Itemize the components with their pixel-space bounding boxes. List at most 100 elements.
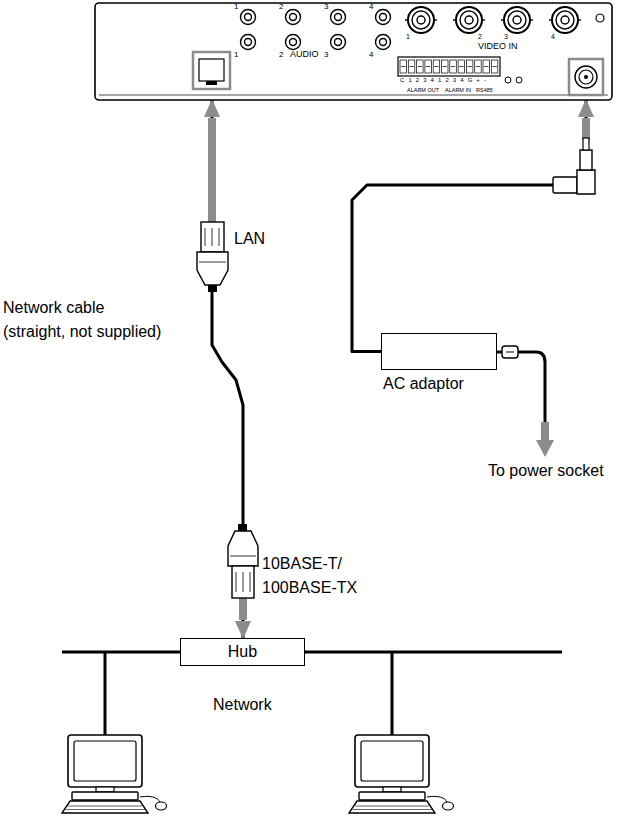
power-socket [584,75,588,79]
bnc-jack [405,19,408,20]
lan-plug [236,572,237,592]
bnc-jack [453,19,456,20]
ac-adaptor: AC adaptor [381,333,497,370]
lan-plug [228,531,258,566]
panel-marking: 4 [369,51,373,60]
callout-label: 10BASE-T/ 100BASE-TX [262,552,372,600]
audio-jack [331,35,346,50]
terminal-block [434,66,439,67]
mains-cord [506,352,514,353]
adaptor-label: AC adaptor [383,375,464,393]
audio-jack [290,14,297,21]
bnc-jack [501,19,504,20]
audio-jack [335,39,342,46]
lan-plug [243,572,244,592]
audio-jack [241,35,256,50]
panel-marking: ALARM IN [445,87,471,93]
lan-plug [230,556,256,557]
terminal-block [483,60,490,73]
audio-jack [290,39,297,46]
terminal-block [433,60,440,73]
panel-marking: 2 [279,3,283,12]
terminal-block [409,66,414,67]
terminal-block [492,66,497,67]
lan-plug [199,262,226,263]
audio-jack [245,39,252,46]
adaptor-body [381,333,497,370]
bnc-jack [556,11,574,29]
callout-label: Network [213,696,272,714]
terminal-block [442,60,449,73]
mains-cord [497,351,502,354]
network-bus [62,652,562,735]
lan-plug [208,118,216,222]
panel-marking: RS485 [476,87,493,93]
lan-port [193,52,230,89]
terminal-block [400,60,498,73]
terminal-block [401,66,406,67]
mains-cord [502,346,518,358]
lan-plug [250,572,251,592]
bnc-jack [561,16,569,24]
audio-jack [331,10,346,25]
lan-port [193,52,230,89]
computer [62,735,167,813]
panel-marking: 3 [504,33,508,41]
panel-details [398,57,500,76]
mains-cord [497,346,554,457]
computer [349,735,454,813]
panel-marking: 1 [234,3,238,12]
terminal-block [458,60,465,73]
panel-marking: 2 [279,51,283,60]
power-socket [569,59,603,95]
bnc-jack [405,7,581,33]
lan-plug [232,566,254,598]
dc-plug [583,138,589,150]
audio-jack [376,10,391,25]
audio-jack [245,14,252,21]
terminal-block [467,66,472,67]
audio-jack [241,10,256,25]
bnc-jack [578,19,581,20]
terminal-block [491,60,498,73]
terminal-block [417,60,424,73]
cable [352,100,586,352]
terminal-block [400,60,407,73]
terminal-block [425,60,432,73]
terminal-block [451,66,456,67]
panel-label: AUDIO [290,50,319,60]
bnc-jack [408,7,434,33]
device-panel [95,3,612,100]
audio-jack [286,10,301,25]
hub-box: Hub [180,638,305,666]
panel-details [596,14,604,22]
panel-details [516,77,522,83]
lan-plug [239,598,247,620]
callout-label: Network cable (straight, not supplied) [3,296,166,344]
panel-marking: 1 [234,51,238,60]
panel-details [505,77,511,83]
panel-marking: 4 [369,3,373,12]
hub-label: Hub [193,642,292,661]
bnc-jack [549,19,552,20]
panel-marking: ALARM OUT [407,87,439,93]
power-socket [579,70,593,84]
mains-cord [541,422,549,442]
lan-plug [197,118,228,292]
terminal-block [408,60,415,73]
bnc-jack [460,11,478,29]
device-panel [95,3,612,100]
panel-label: VIDEO IN [478,42,518,52]
panel-marking: C 1 2 3 4 1 2 3 4 G + - [400,77,487,84]
mains-cord [518,352,545,422]
lan-plug [238,524,247,531]
lan-port [199,59,224,81]
audio-jack [286,35,301,50]
terminal-block [484,66,489,67]
bnc-jack [552,7,578,33]
audio-jack [241,10,391,50]
bnc-jack [513,16,521,24]
